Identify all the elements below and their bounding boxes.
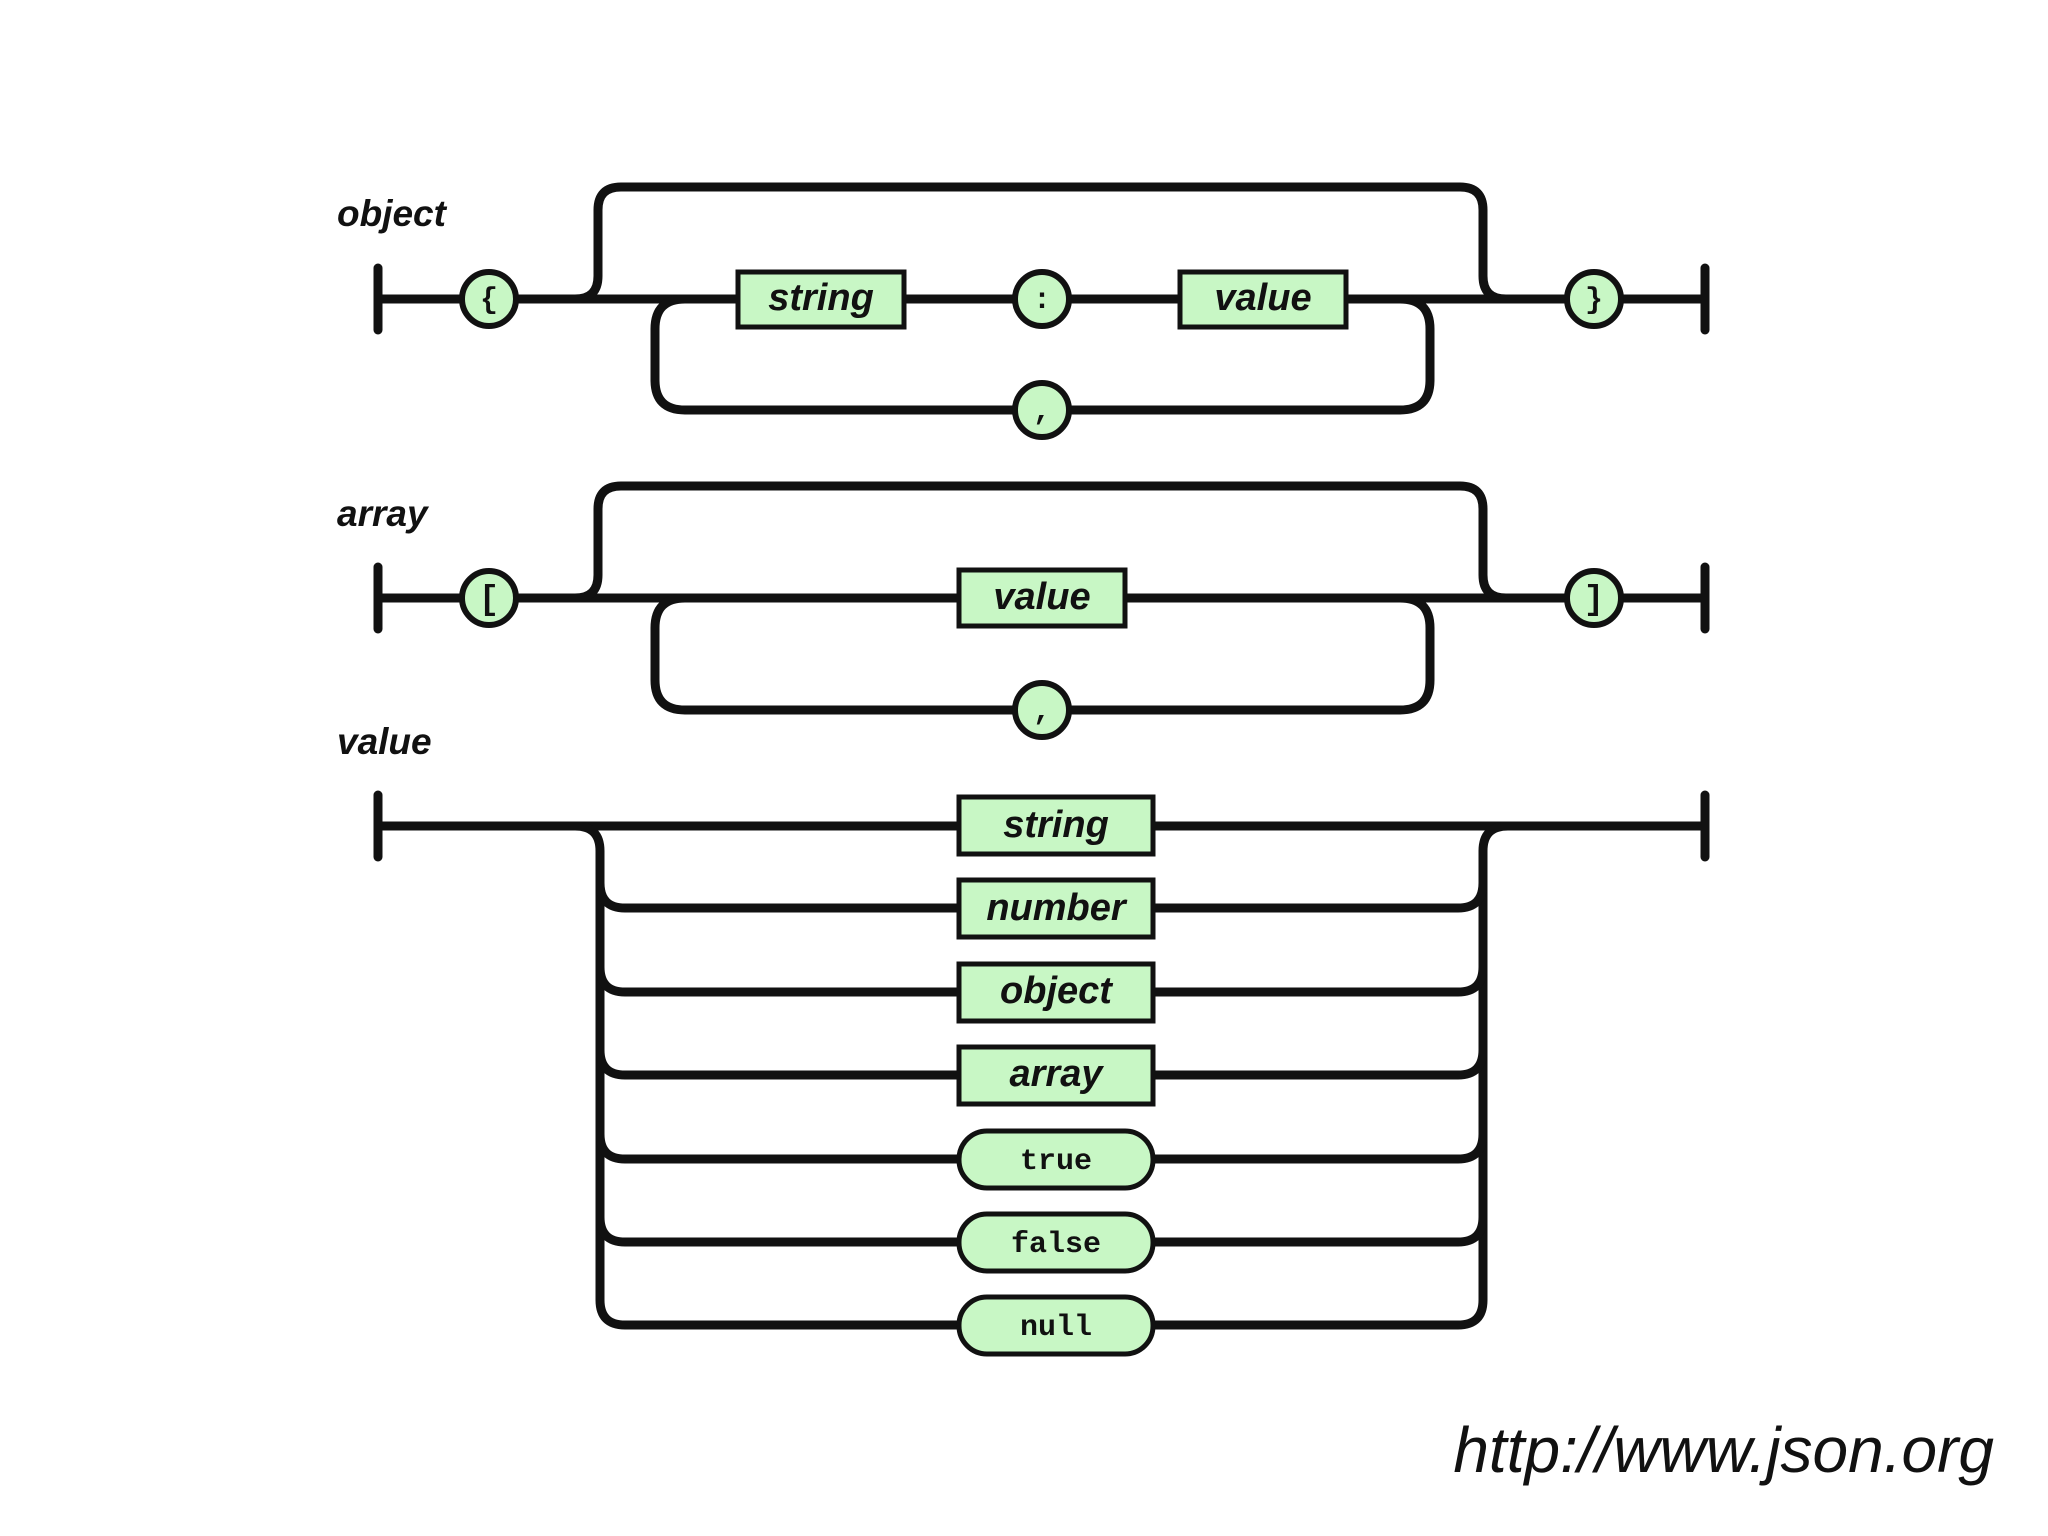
value-true-text: true — [1020, 1145, 1092, 1179]
object-open-brace-node: { — [459, 269, 519, 329]
object-key-string-text: string — [768, 277, 874, 319]
value-false-text: false — [1011, 1228, 1101, 1262]
value-number-node: number — [956, 877, 1156, 940]
array-value-node: value — [956, 567, 1128, 629]
object-comma-node: , — [1012, 380, 1072, 440]
array-rule: array [ value , ] — [337, 481, 1710, 740]
value-null-node: null — [956, 1294, 1156, 1357]
value-number-text: number — [986, 887, 1128, 929]
value-right-rail — [1478, 821, 1509, 1300]
object-colon-node: : — [1012, 269, 1072, 329]
object-value-node: value — [1177, 269, 1349, 330]
array-value-text: value — [993, 576, 1090, 618]
value-false-node: false — [956, 1211, 1156, 1274]
value-true-node: true — [956, 1128, 1156, 1191]
array-comma-text: , — [1033, 695, 1051, 729]
object-rule-label: object — [337, 193, 448, 234]
object-close-brace-node: } — [1564, 269, 1624, 329]
object-rule: object { string : value , — [337, 182, 1710, 440]
value-array-text: array — [1010, 1053, 1105, 1095]
value-string-node: string — [956, 794, 1156, 857]
array-empty-bypass — [574, 481, 1507, 603]
value-left-rail — [574, 821, 605, 1300]
value-rule-label: value — [337, 721, 432, 762]
object-colon-text: : — [1033, 284, 1051, 318]
array-rule-label: array — [337, 493, 430, 534]
value-null-text: null — [1020, 1311, 1092, 1345]
array-close-bracket-node: ] — [1564, 568, 1624, 628]
array-close-bracket-text: ] — [1584, 582, 1604, 620]
object-open-brace-text: { — [480, 284, 498, 318]
source-url: http://www.json.org — [1453, 1414, 1994, 1486]
value-array-node: array — [956, 1044, 1156, 1107]
value-object-node: object — [956, 961, 1156, 1024]
object-key-string-node: string — [735, 269, 907, 330]
array-open-bracket-text: [ — [479, 582, 499, 620]
object-empty-bypass — [574, 182, 1507, 304]
value-rule: value string number object array — [337, 721, 1710, 1357]
object-comma-text: , — [1033, 395, 1051, 429]
object-close-brace-text: } — [1585, 284, 1603, 318]
object-value-text: value — [1214, 277, 1311, 319]
array-comma-node: , — [1012, 680, 1072, 740]
value-string-text: string — [1003, 804, 1109, 846]
value-object-text: object — [1000, 970, 1113, 1012]
array-open-bracket-node: [ — [459, 568, 519, 628]
